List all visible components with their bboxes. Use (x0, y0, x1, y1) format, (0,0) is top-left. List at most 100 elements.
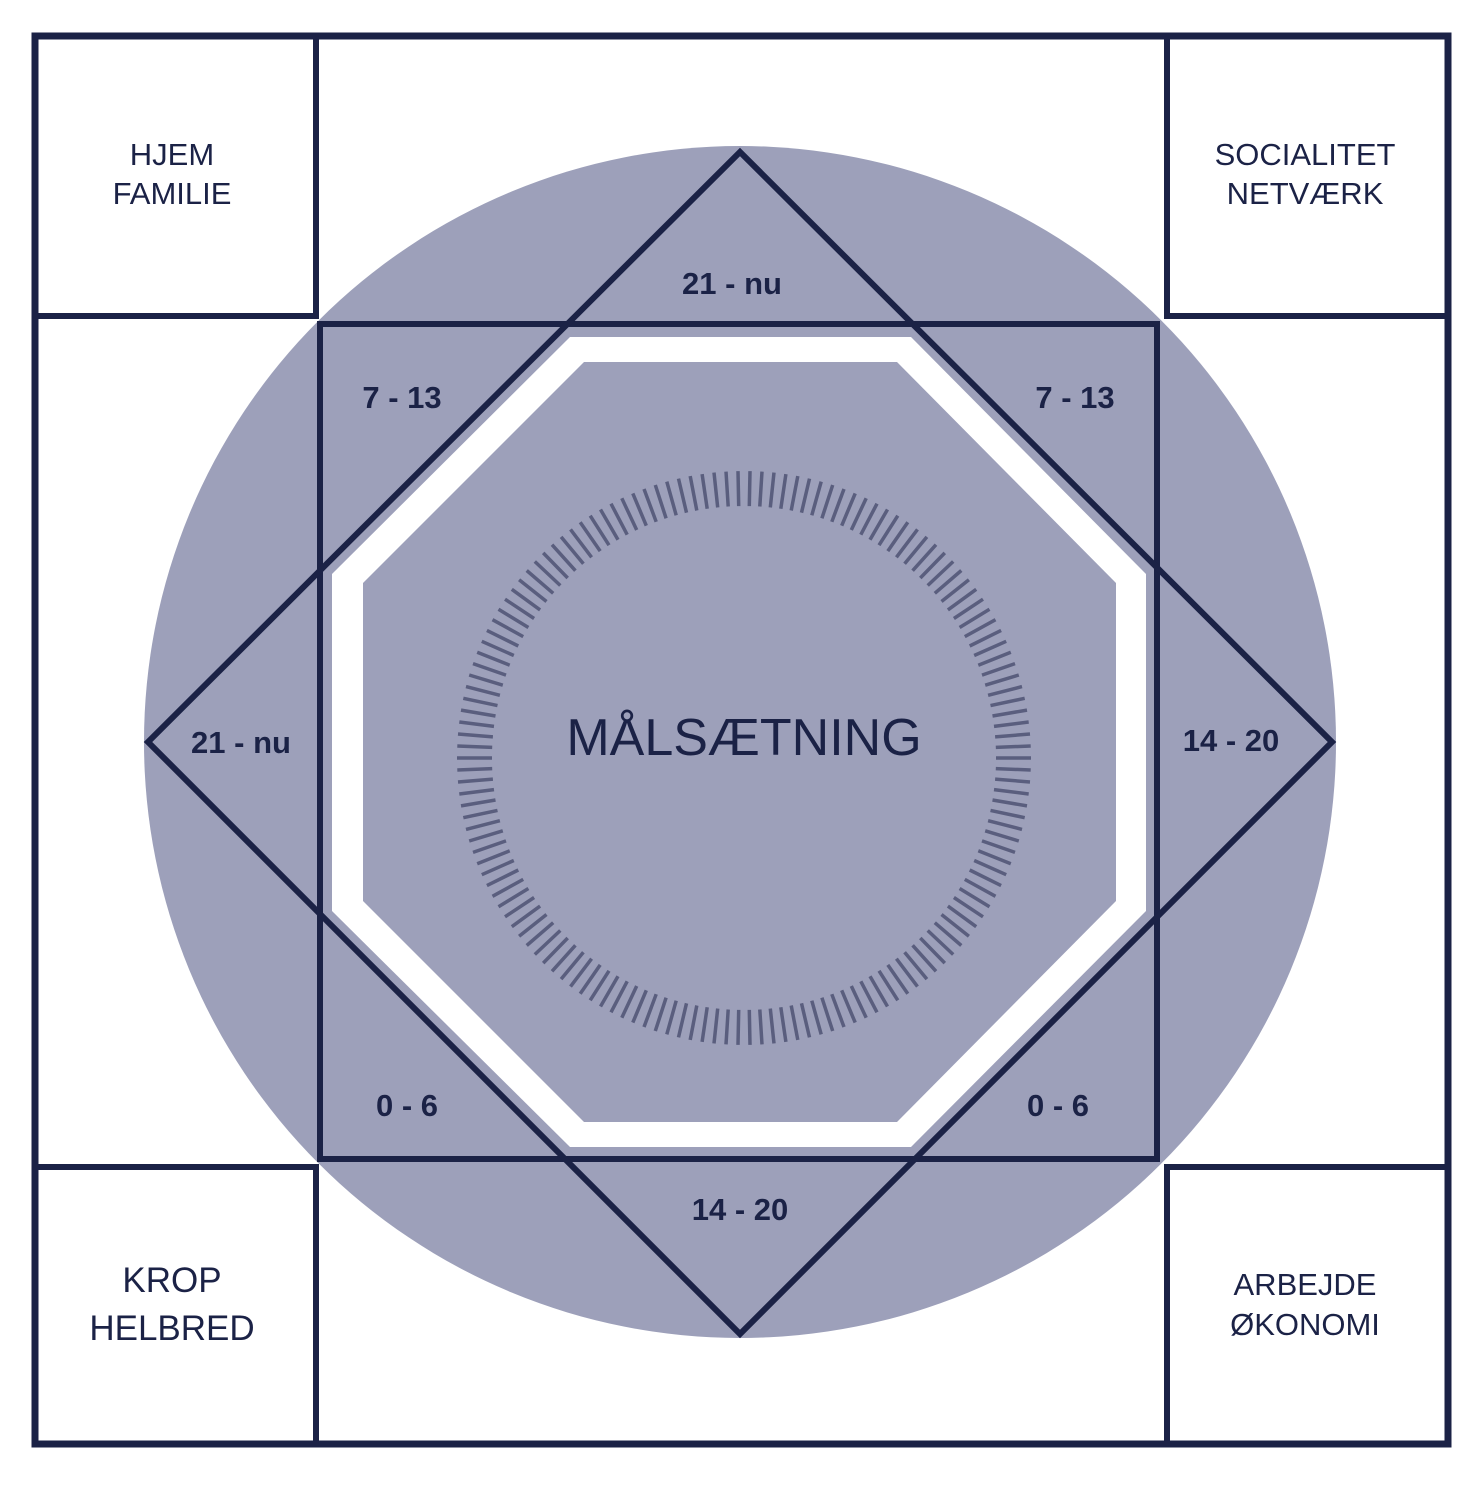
tick-mark (946, 904, 978, 929)
age-label-left: 21 - nu (191, 725, 291, 760)
tick-mark (911, 543, 938, 572)
tick-mark (712, 1008, 720, 1044)
age-label-top: 21 - nu (682, 266, 782, 301)
tick-mark (631, 492, 648, 527)
tick-mark (642, 993, 658, 1028)
tick-mark (968, 868, 1002, 888)
frame-dividers (35, 36, 1448, 1444)
tick-mark (541, 936, 569, 965)
tick-mark (609, 502, 629, 536)
tick-mark (994, 777, 1031, 784)
tick-mark (550, 543, 577, 572)
tick-mark (984, 829, 1020, 843)
tick-mark (712, 472, 720, 508)
tick-mark (486, 868, 520, 888)
tick-mark (779, 1007, 788, 1043)
age-square (317, 321, 1160, 1162)
tick-mark (533, 560, 562, 587)
tick-mark (468, 829, 504, 843)
tick-mark (462, 696, 498, 708)
tick-mark (903, 951, 929, 981)
label-netvaerk: NETVÆRK (1227, 176, 1384, 211)
tick-mark (990, 696, 1026, 708)
tick-mark (963, 877, 997, 898)
tick-mark (688, 1005, 699, 1041)
tick-mark (724, 471, 730, 507)
tick-mark (736, 471, 741, 507)
tick-mark (700, 473, 709, 509)
tick-mark (933, 921, 963, 947)
tick-mark (525, 569, 555, 595)
tick-mark (789, 475, 800, 511)
tick-mark (609, 980, 629, 1014)
tick-mark (919, 551, 947, 580)
tick-mark (977, 650, 1012, 667)
tick-mark (569, 957, 593, 988)
tick-mark (688, 475, 699, 511)
tick-mark (598, 508, 620, 541)
tick-mark (830, 993, 846, 1028)
tick-mark (481, 639, 515, 658)
tick-mark (653, 484, 668, 519)
tick-mark (903, 535, 929, 565)
tick-mark (620, 985, 639, 1019)
tick-mark (977, 849, 1012, 866)
tick-mark (877, 969, 900, 1002)
tick-mark (963, 618, 997, 639)
tick-mark (995, 766, 1031, 772)
tick-mark (958, 607, 991, 629)
tick-mark (578, 521, 602, 553)
tick-mark (990, 808, 1026, 820)
tick-mark (588, 514, 611, 547)
tick-mark (518, 578, 548, 603)
tick-mark (830, 488, 846, 523)
label-okonomi: ØKONOMI (1230, 1307, 1380, 1342)
tick-mark (987, 684, 1023, 697)
age-diamond (143, 147, 1337, 1339)
age-label-lower-right: 0 - 6 (1027, 1088, 1089, 1123)
tick-mark (799, 478, 812, 514)
tick-mark (460, 708, 496, 718)
tick-mark (472, 839, 507, 855)
tick-mark (789, 1005, 800, 1041)
tick-mark (653, 997, 668, 1032)
tick-mark (747, 1009, 752, 1045)
tick-mark (952, 896, 984, 919)
tick-mark (486, 628, 520, 648)
tick-mark (472, 661, 507, 677)
tick-mark (598, 975, 620, 1008)
tick-mark (569, 528, 593, 559)
tick-mark (676, 1002, 689, 1038)
tick-mark (459, 787, 495, 796)
age-label-upper-right: 7 - 13 (1035, 380, 1114, 415)
tick-mark (779, 473, 788, 509)
tick-mark (510, 904, 542, 929)
tick-mark (768, 1008, 776, 1044)
tick-mark (481, 858, 515, 877)
tick-mark (758, 471, 764, 507)
tick-mark (993, 720, 1029, 729)
center-title: MÅLSÆTNING (566, 709, 921, 767)
tick-mark (497, 887, 530, 909)
tick-mark (462, 808, 498, 820)
tick-mark (973, 858, 1007, 877)
tick-mark (504, 896, 536, 919)
tick-mark (886, 963, 910, 995)
tick-mark (559, 535, 585, 565)
tick-mark (820, 484, 835, 519)
label-familie: FAMILIE (113, 176, 232, 211)
tick-mark (468, 673, 504, 687)
tick-mark (476, 849, 511, 866)
tick-mark (518, 913, 548, 938)
tick-mark (958, 887, 991, 909)
tick-mark (665, 1000, 678, 1035)
tick-mark (465, 684, 501, 697)
tick-mark (994, 732, 1031, 739)
tick-mark (868, 975, 890, 1008)
age-label-upper-left: 7 - 13 (362, 380, 441, 415)
tick-mark (820, 997, 835, 1032)
tick-mark (987, 819, 1023, 832)
tick-mark (877, 514, 900, 547)
tick-mark (849, 497, 868, 531)
